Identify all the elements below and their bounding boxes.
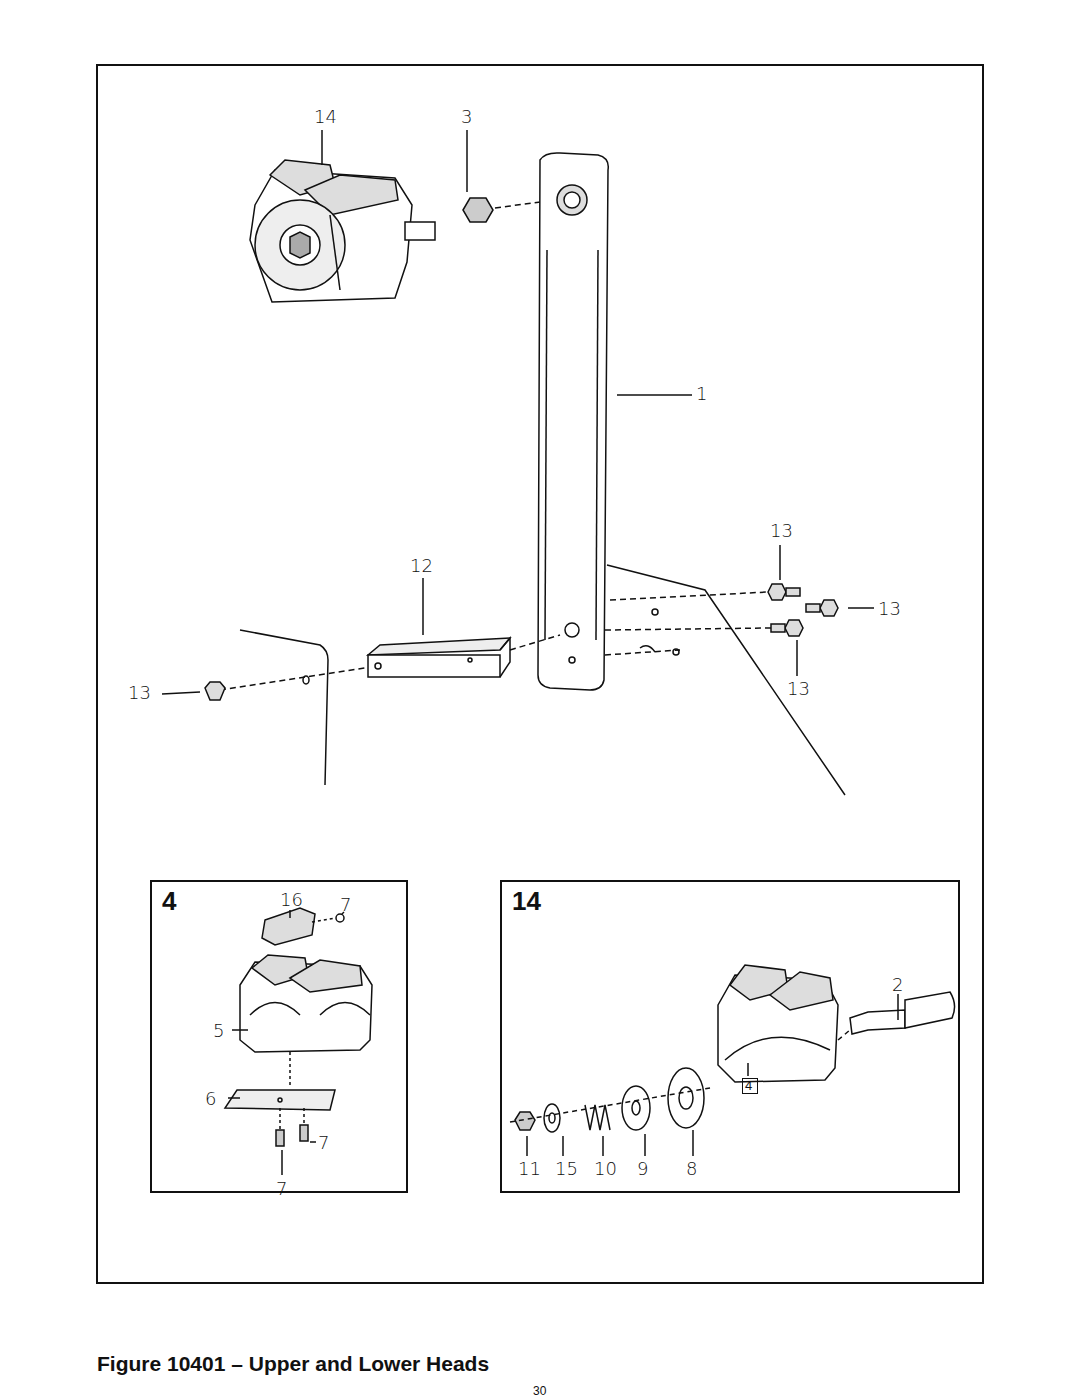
leader <box>281 1150 283 1175</box>
page-number: 30 <box>533 1384 546 1397</box>
leader <box>228 1097 240 1099</box>
leader <box>796 640 798 676</box>
callout-number: 2 <box>892 976 903 994</box>
leader <box>897 994 899 1020</box>
callout-number: 12 <box>410 557 433 575</box>
spacer-block <box>368 638 510 677</box>
leader <box>422 578 424 635</box>
figure-caption: Figure 10401 – Upper and Lower Heads <box>97 1352 489 1376</box>
callout-number: 7 <box>340 896 351 914</box>
leader <box>289 910 291 918</box>
leader <box>617 394 692 396</box>
callout-number: 13 <box>787 680 810 698</box>
inset-number: 14 <box>512 888 541 914</box>
callout-number: 13 <box>878 600 901 618</box>
callout-number: 9 <box>637 1160 648 1178</box>
callout-number: 6 <box>205 1090 216 1108</box>
callout-number: 7 <box>318 1134 329 1152</box>
lower-head-parts <box>225 908 372 1146</box>
callout-number: 5 <box>213 1022 224 1040</box>
bolts <box>205 584 838 700</box>
leader <box>310 1141 316 1143</box>
callout-number: 13 <box>128 684 151 702</box>
inset-number: 4 <box>745 1079 752 1092</box>
part-ref-box: 4 <box>742 1078 758 1094</box>
callout-number: 15 <box>555 1160 578 1178</box>
nut <box>463 198 493 222</box>
inset-frame: 4 <box>150 880 408 1193</box>
callout-number: 1 <box>696 385 707 403</box>
leader <box>232 1029 248 1031</box>
callout-number: 7 <box>276 1180 287 1198</box>
plate-edge <box>240 630 328 785</box>
head-assembly-parts <box>510 965 955 1132</box>
leader <box>162 692 200 694</box>
upright-bar <box>538 153 608 690</box>
callout-number: 14 <box>314 108 337 126</box>
callout-number: 11 <box>518 1160 541 1178</box>
callout-number: 3 <box>461 108 472 126</box>
leader <box>466 130 468 192</box>
leader <box>321 130 323 165</box>
callout-number: 16 <box>280 891 303 909</box>
inset-number: 4 <box>162 888 176 914</box>
inset-frame: 14 4 <box>500 880 960 1193</box>
leader <box>848 607 874 609</box>
leader <box>747 1063 749 1076</box>
dash-line <box>220 668 365 690</box>
callout-number: 10 <box>594 1160 617 1178</box>
leader <box>779 545 781 580</box>
outer-frame <box>97 65 983 1283</box>
callout-number: 13 <box>770 522 793 540</box>
upper-head <box>250 160 435 302</box>
plate-edge <box>607 565 845 795</box>
callout-number: 8 <box>686 1160 697 1178</box>
dash-line <box>510 635 560 650</box>
